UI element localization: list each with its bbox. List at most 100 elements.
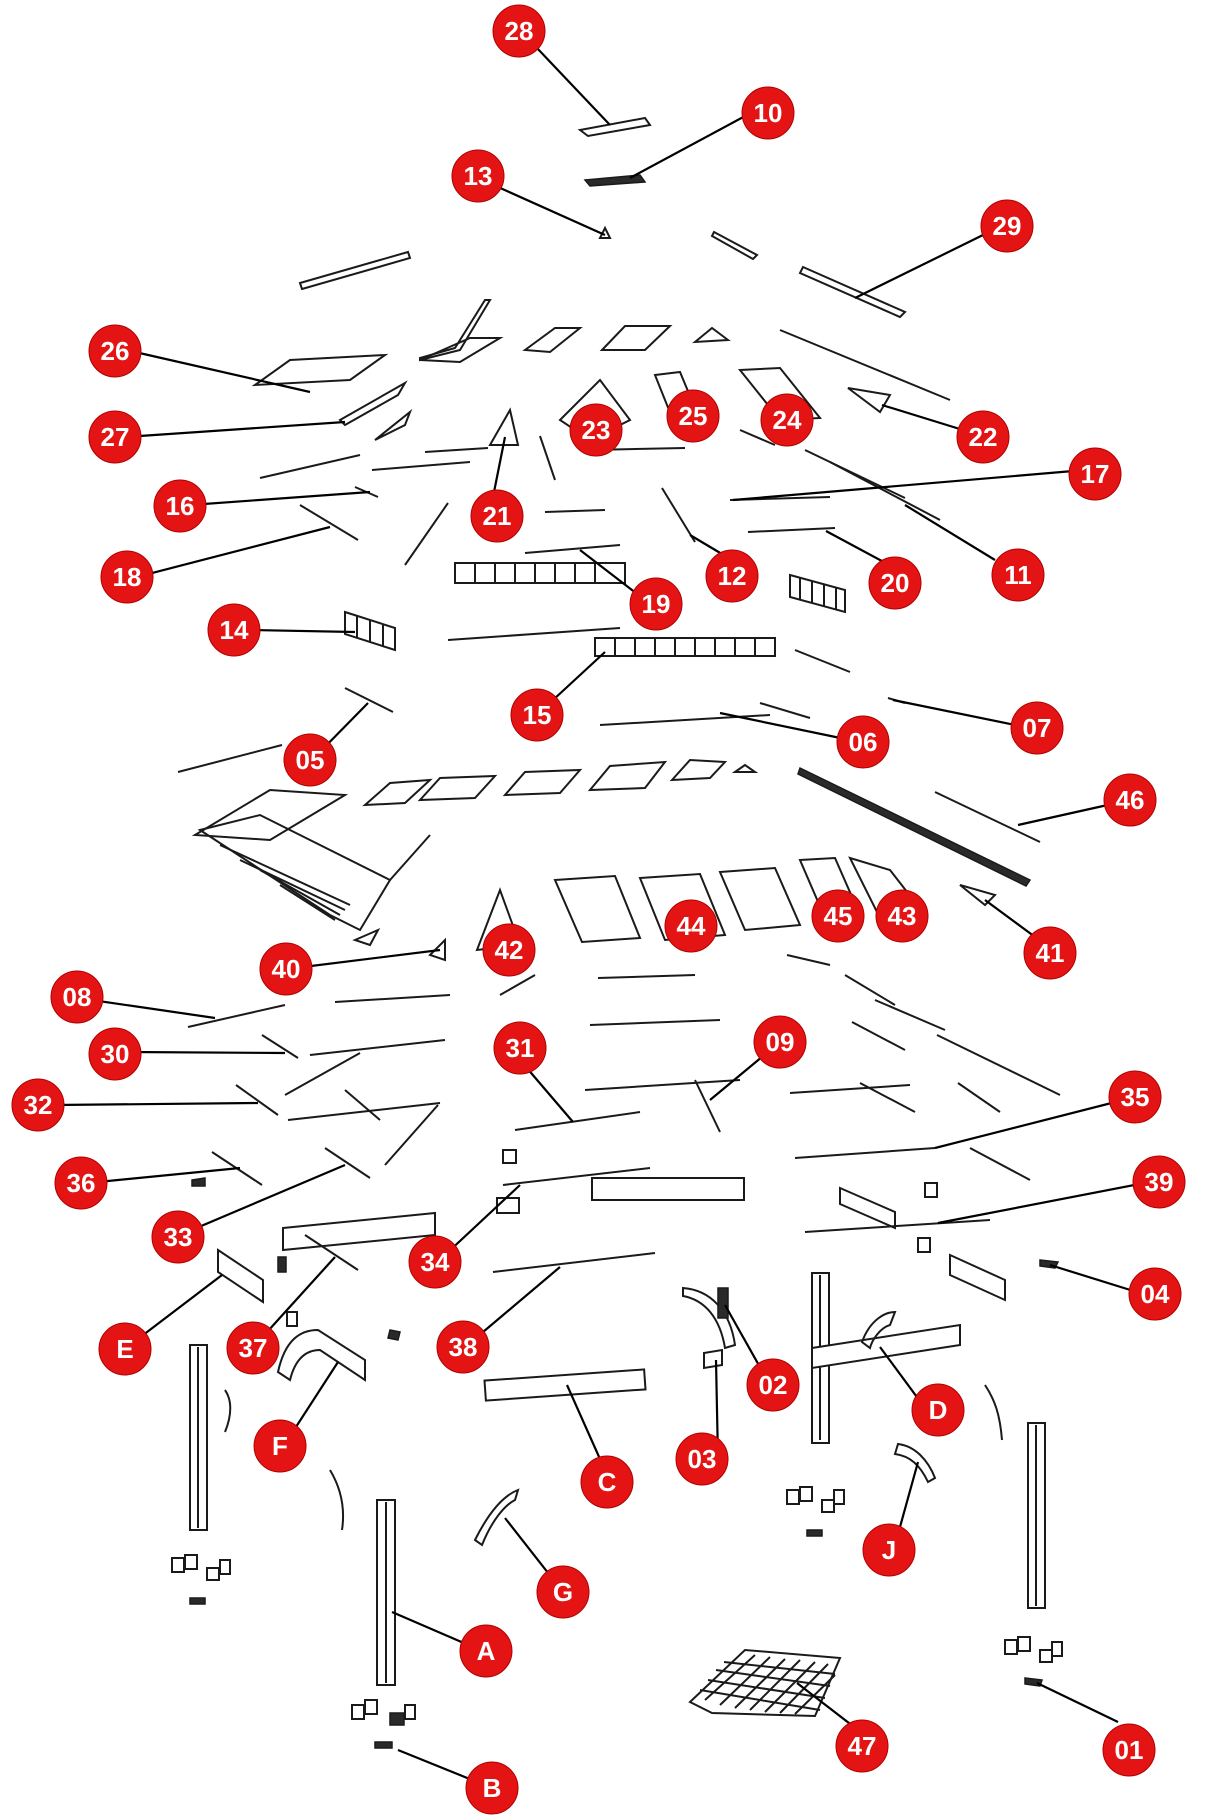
part-15-lattice: [594, 637, 776, 657]
callout-31: 31: [493, 1021, 547, 1075]
callout-42: 42: [482, 923, 536, 977]
brace-left-1: [284, 1052, 361, 1096]
part-47-canopy: [688, 1648, 842, 1718]
part-46-serrated: [797, 766, 1032, 887]
part-03-shape: [703, 1348, 723, 1370]
svg-text:25: 25: [679, 401, 708, 431]
callout-05: 05: [283, 733, 337, 787]
part-29-shape: [798, 265, 907, 319]
leader-lines: [54, 46, 1151, 1790]
rafter-g: [309, 1039, 446, 1056]
callout-g: G: [536, 1565, 590, 1619]
callout-32: 32: [11, 1078, 65, 1132]
svg-text:28: 28: [505, 16, 534, 46]
leader-01: [1036, 1682, 1119, 1723]
part-39-b: [839, 1186, 896, 1230]
svg-text:43: 43: [888, 901, 917, 931]
diagonal-brace-1: [404, 502, 449, 566]
post-e: [189, 1344, 232, 1531]
svg-text:40: 40: [272, 954, 301, 984]
part-44-panel-2: [638, 872, 727, 942]
svg-text:35: 35: [1121, 1082, 1150, 1112]
leader-32: [54, 1101, 259, 1107]
svg-text:24: 24: [773, 405, 802, 435]
roof-panel-upper-5: [691, 326, 731, 344]
part-34-plate: [496, 1197, 520, 1214]
svg-text:37: 37: [239, 1333, 268, 1363]
leader-07: [892, 698, 1026, 729]
svg-text:20: 20: [881, 568, 910, 598]
callout-27: 27: [88, 410, 142, 464]
lower-panel-6: [731, 763, 759, 773]
callout-24: 24: [760, 393, 814, 447]
roof-panel-upper-2: [419, 337, 504, 364]
rafter-n: [957, 1082, 1001, 1113]
svg-text:47: 47: [848, 1731, 877, 1761]
bracket-set-right: [1004, 1636, 1063, 1687]
callout-01: 01: [1102, 1723, 1156, 1777]
part-20-shape: [747, 527, 836, 533]
bracket-set-left: [171, 1554, 231, 1605]
callout-15: 15: [510, 688, 564, 742]
part-41-shape: [959, 884, 997, 907]
part-f-shape: [276, 1328, 366, 1382]
svg-text:C: C: [598, 1467, 617, 1497]
lower-panel-5: [669, 758, 728, 782]
leader-36: [97, 1166, 241, 1184]
purlin-2: [371, 461, 471, 471]
rafter-o: [969, 1147, 1031, 1181]
svg-text:J: J: [882, 1535, 896, 1565]
callout-14: 14: [207, 603, 261, 657]
leader-14: [249, 628, 356, 634]
part-06-shape: [599, 714, 771, 726]
long-rail-right: [779, 329, 951, 401]
part-32-shape: [235, 1084, 279, 1116]
bracket-f-small: [387, 1329, 401, 1341]
brace-left-2: [344, 1089, 381, 1121]
part-33-shape: [324, 1147, 371, 1179]
svg-text:08: 08: [63, 982, 92, 1012]
callout-21: 21: [470, 489, 524, 543]
svg-text:42: 42: [495, 935, 524, 965]
svg-text:12: 12: [718, 561, 747, 591]
roof-panel-upper-3: [522, 327, 583, 354]
part-35-shape: [794, 1147, 936, 1159]
part-44-panel-3: [718, 866, 802, 932]
roof-panel-upper-1: [419, 299, 492, 362]
leader-26: [134, 350, 311, 394]
part-40-shape: [428, 937, 446, 962]
svg-text:B: B: [483, 1773, 502, 1803]
svg-text:44: 44: [677, 911, 706, 941]
callout-23: 23: [569, 403, 623, 457]
callout-43: 43: [875, 889, 929, 943]
svg-text:38: 38: [449, 1332, 478, 1362]
callout-45: 45: [811, 889, 865, 943]
svg-text:15: 15: [523, 700, 552, 730]
part-38-shape: [492, 1252, 656, 1273]
callout-a: A: [459, 1624, 513, 1678]
leader-47: [796, 1682, 859, 1731]
part-11-b: [804, 449, 906, 499]
lower-panel-2: [417, 774, 498, 802]
part-26-shape: [251, 353, 389, 387]
leader-27: [124, 420, 346, 439]
svg-text:30: 30: [101, 1039, 130, 1069]
callout-04: 04: [1128, 1267, 1182, 1321]
callout-06: 06: [836, 715, 890, 769]
callout-40: 40: [259, 942, 313, 996]
callout-28: 28: [492, 4, 546, 58]
rail-mid-1: [544, 509, 606, 513]
callout-29: 29: [980, 199, 1034, 253]
part-09-shape: [694, 1079, 721, 1133]
rafter-l: [584, 1079, 741, 1091]
svg-text:07: 07: [1023, 713, 1052, 743]
part-05-shape: [344, 687, 394, 713]
beam-34-plank: [591, 1177, 745, 1201]
callout-20: 20: [868, 556, 922, 610]
bracket-e: [277, 1256, 287, 1273]
post-a: [329, 1469, 396, 1686]
svg-text:31: 31: [506, 1033, 535, 1063]
svg-text:05: 05: [296, 745, 325, 775]
rafter-i: [851, 1021, 906, 1051]
